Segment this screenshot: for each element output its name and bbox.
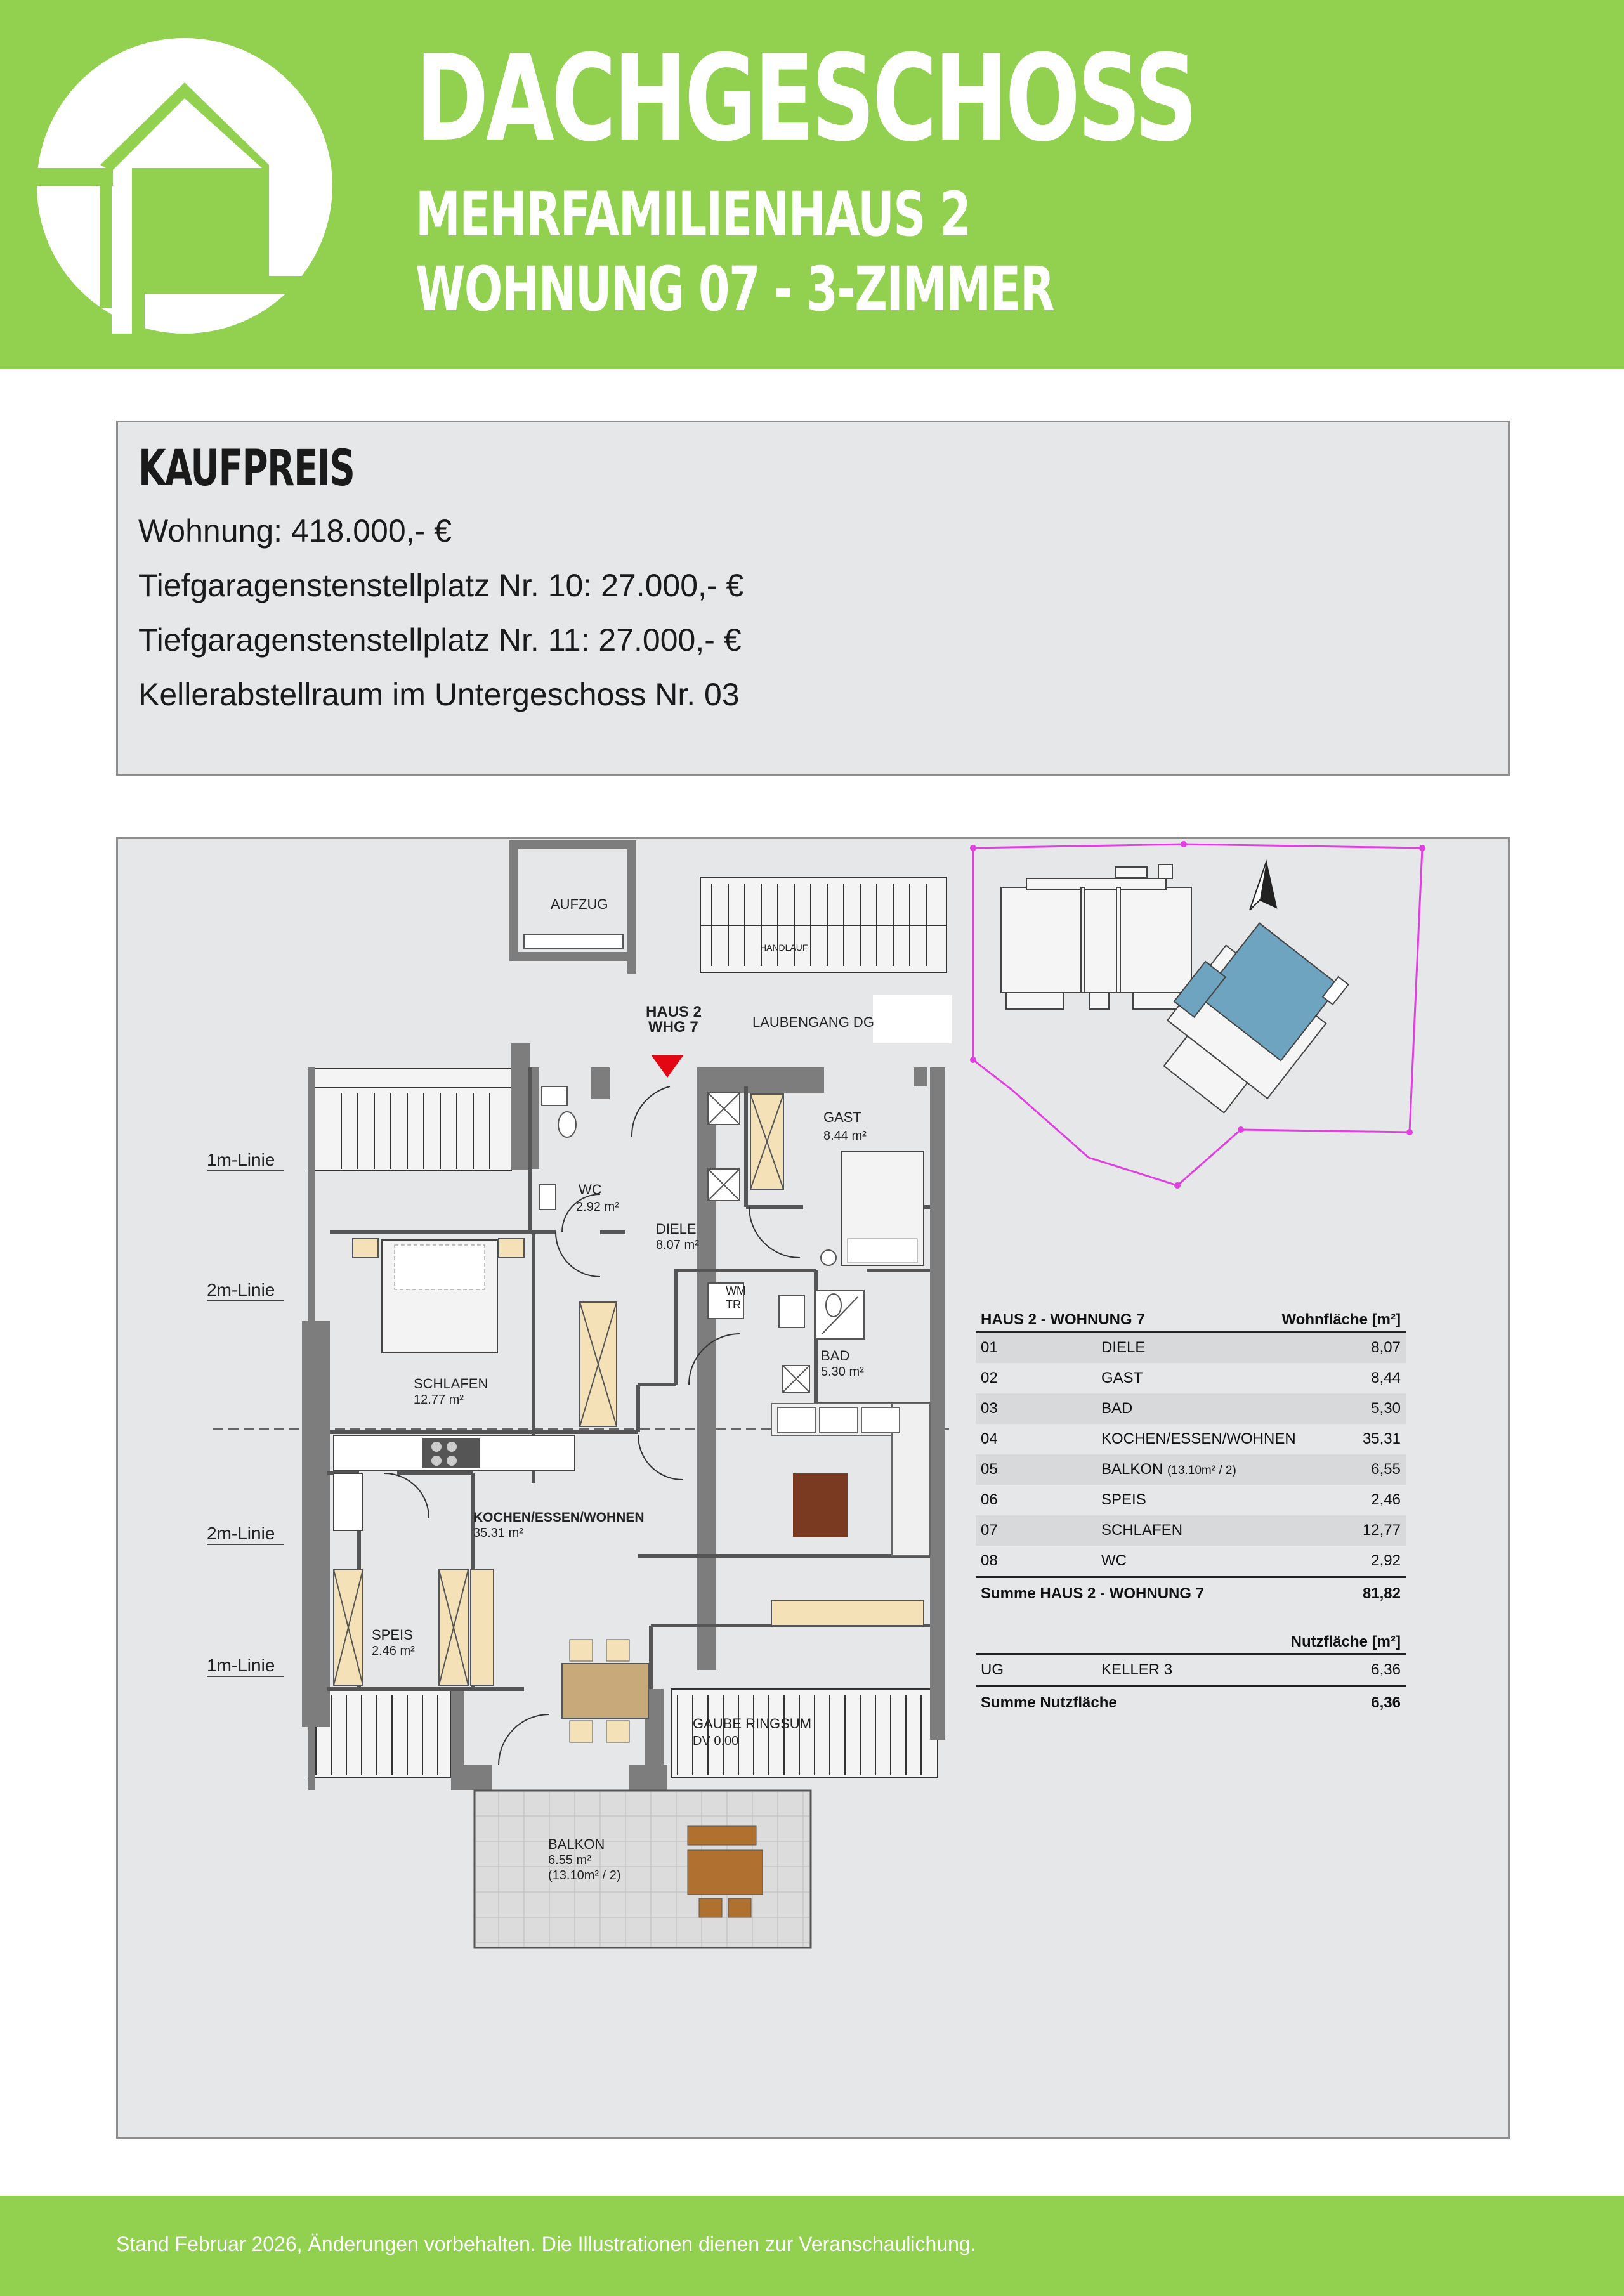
- bed-master: [381, 1239, 498, 1353]
- room-area-bad: 5.30 m²: [821, 1365, 864, 1379]
- price-line-cellar: Kellerabstellraum im Untergeschoss Nr. 0…: [138, 677, 740, 712]
- footer-banner: Stand Februar 2026, Änderungen vorbehalt…: [0, 2196, 1624, 2296]
- room-area-schlafen: 12.77 m²: [414, 1393, 464, 1407]
- stair-upper-left: [308, 1068, 512, 1171]
- room-label-gast: GAST: [823, 1109, 861, 1125]
- area-table-sum: Summe HAUS 2 - WOHNUNG 7 81,82: [976, 1576, 1406, 1609]
- sofa: [771, 1403, 931, 1556]
- price-box: KAUFPREIS Wohnung: 418.000,- € Tiefgarag…: [116, 421, 1510, 776]
- price-line-parking-10: Tiefgaragenstenstellplatz Nr. 10: 27.000…: [138, 568, 744, 603]
- room-area-wc: 2.92 m²: [576, 1200, 619, 1214]
- room-area-speis: 2.46 m²: [372, 1644, 415, 1658]
- room-label-speis: SPEIS: [372, 1627, 413, 1643]
- room-area-diele: 8.07 m²: [656, 1238, 699, 1252]
- area-table-unit: Wohnfläche [m²]: [1281, 1310, 1401, 1328]
- bed-guest: [841, 1151, 924, 1266]
- area-table-header: HAUS 2 - WOHNUNG 7 Wohnfläche [m²]: [976, 1308, 1406, 1333]
- price-line-apartment: Wohnung: 418.000,- €: [138, 513, 452, 549]
- room-label-wc: WC: [579, 1182, 602, 1197]
- bath-fixtures: [539, 1086, 865, 1393]
- nutz-table-sum: Summe Nutzfläche 6,36: [976, 1685, 1406, 1718]
- room-note-balkon: (13.10m² / 2): [548, 1869, 620, 1882]
- marker-label-whg: WHG 7: [648, 1019, 698, 1036]
- room-area-gast: 8.44 m²: [823, 1129, 867, 1143]
- line-label-2m-bottom: 2m-Linie: [207, 1523, 275, 1543]
- elevator-door: [523, 934, 624, 949]
- header-banner: DACHGESCHOSS MEHRFAMILIENHAUS 2 WOHNUNG …: [0, 0, 1624, 369]
- height-lines: [207, 1170, 284, 1677]
- room-label-gaube-dv: DV 0.00: [693, 1734, 738, 1748]
- label-wm: WM: [726, 1284, 746, 1297]
- price-title: KAUFPREIS: [138, 440, 355, 497]
- room-label-gaube: GAUBE RINGSUM: [693, 1716, 811, 1732]
- page-subtitle-unit: WOHNUNG 07 - 3-ZIMMER: [416, 254, 1055, 325]
- house-logo-icon: [37, 38, 332, 334]
- kitchen-counter: [333, 1435, 575, 1531]
- floor-plan-panel: 1m-Linie 2m-Linie 2m-Linie 1m-Linie: [116, 837, 1510, 2139]
- page-title: DACHGESCHOSS: [416, 29, 1198, 168]
- room-label-bad: BAD: [821, 1348, 849, 1364]
- page-subtitle-house: MEHRFAMILIENHAUS 2: [416, 179, 971, 250]
- stair-lower-left: [308, 1688, 451, 1778]
- room-label-kochen: KOCHEN/ESSEN/WOHNEN: [473, 1510, 645, 1525]
- label-tr: TR: [726, 1298, 741, 1311]
- dining-set: [561, 1639, 649, 1743]
- area-table-title: HAUS 2 - WOHNUNG 7: [981, 1310, 1145, 1328]
- nutz-table-header: Nutzfläche [m²]: [976, 1631, 1406, 1655]
- footer-disclaimer: Stand Februar 2026, Änderungen vorbehalt…: [116, 2233, 976, 2255]
- cabinet-hatching: [333, 1093, 784, 1686]
- label-handlauf: HANDLAUF: [760, 943, 808, 953]
- line-label-1m-top: 1m-Linie: [207, 1150, 275, 1170]
- room-area-balkon: 6.55 m²: [548, 1853, 591, 1867]
- marker-label-haus: HAUS 2: [646, 1003, 702, 1021]
- price-line-parking-11: Tiefgaragenstenstellplatz Nr. 11: 27.000…: [138, 622, 742, 658]
- room-label-balkon: BALKON: [548, 1836, 605, 1852]
- laubengang-label-bg: [873, 995, 952, 1043]
- room-label-diele: DIELE: [656, 1221, 697, 1237]
- gaube-lower-right: [671, 1688, 938, 1778]
- walls: [302, 840, 945, 1790]
- door-arcs: [384, 1086, 801, 1766]
- room-label-aufzug: AUFZUG: [551, 896, 608, 912]
- line-label-2m-top: 2m-Linie: [207, 1280, 275, 1300]
- site-plan: [970, 841, 1425, 1189]
- room-label-schlafen: SCHLAFEN: [414, 1376, 488, 1392]
- coffee-table: [793, 1473, 848, 1537]
- line-label-1m-bottom: 1m-Linie: [207, 1655, 275, 1675]
- apartment-entry-marker-icon: [651, 1055, 684, 1078]
- balcony: [473, 1789, 812, 1949]
- room-area-kochen: 35.31 m²: [473, 1526, 523, 1540]
- room-label-laubengang: LAUBENGANG DG: [752, 1014, 874, 1030]
- floor-plan-drawing: 1m-Linie 2m-Linie 2m-Linie 1m-Linie: [207, 840, 1425, 1949]
- north-arrow-icon: [1249, 859, 1278, 911]
